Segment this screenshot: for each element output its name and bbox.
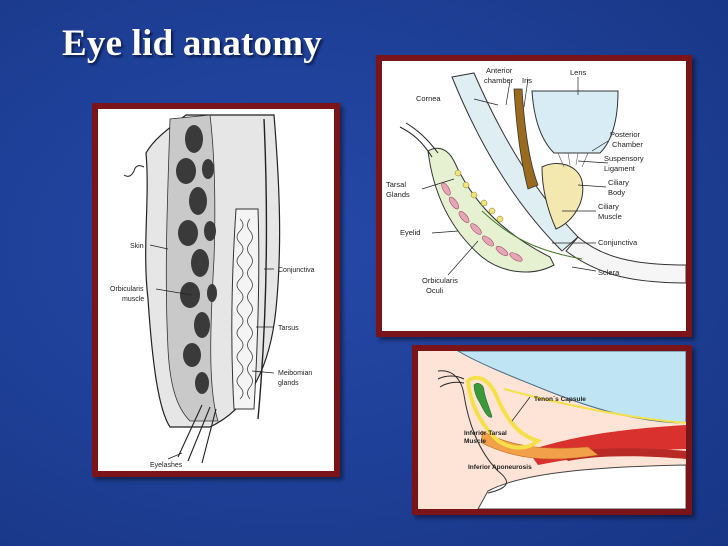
label-orbicularis: Orbicularis — [110, 286, 144, 293]
label-inferior-aponeurosis: Inferior Aponeurosis — [468, 464, 532, 471]
label-conjunctiva: Conjunctiva — [278, 267, 315, 274]
label-ciliary-body-2: Body — [608, 188, 625, 197]
conjunctiva-line — [257, 118, 268, 420]
label-posterior: Posterior — [610, 130, 641, 139]
upper-wavy-skin — [123, 165, 145, 177]
label-eyelashes: Eyelashes — [150, 462, 183, 469]
lens-shape — [531, 90, 619, 154]
eyelid-section-figure: Skin Orbicularis muscle Conjunctiva Tars… — [92, 103, 340, 477]
label-posterior-chamber: Chamber — [612, 140, 643, 149]
label-inferior-tarsal-muscle: Muscle — [464, 438, 486, 445]
iris-shape — [513, 88, 539, 190]
label-meibomian: Meibomian — [278, 370, 312, 377]
label-sclera: Sclera — [598, 268, 620, 277]
label-ciliary-muscle-1: Ciliary — [598, 202, 619, 211]
label-cornea: Cornea — [416, 94, 441, 103]
label-oculi: Oculi — [426, 286, 443, 295]
lower-lid-figure: Tenon`s Capsule Inferior Tarsal Muscle I… — [412, 345, 692, 515]
eye-eyelid-figure: Anterior chamber Iris Lens Cornea Poster… — [376, 55, 692, 337]
label-orbicularis: Orbicularis — [422, 276, 458, 285]
meibomian-gland-pattern — [236, 218, 253, 400]
label-iris: Iris — [522, 76, 532, 85]
tenons-capsule-line — [503, 388, 686, 424]
label-meibomian-glands: glands — [278, 380, 299, 387]
suspensory-ligament — [557, 152, 589, 168]
tarsal-plate — [465, 375, 543, 450]
tarsal-gland-cells — [454, 169, 504, 223]
eyelid-section-diagram: Skin Orbicularis muscle Conjunctiva Tars… — [110, 114, 315, 469]
lower-lid-diagram: Tenon`s Capsule Inferior Tarsal Muscle I… — [437, 351, 686, 509]
label-ciliary-muscle-2: Muscle — [598, 212, 622, 221]
aponeurosis-band — [481, 430, 599, 460]
tarsus-plate — [231, 208, 260, 410]
sclera-band — [565, 236, 686, 284]
label-skin: Skin — [130, 243, 144, 250]
globe-shape — [457, 351, 686, 424]
label-eyelid: Eyelid — [400, 228, 420, 237]
meibomian-gland — [473, 383, 493, 418]
label-tarsal: Tarsal — [386, 180, 406, 189]
conjunctiva-line — [481, 210, 583, 260]
label-anterior: Anterior — [486, 66, 513, 75]
label-anterior-chamber: chamber — [484, 76, 514, 85]
label-orbicularis-muscle: muscle — [122, 296, 144, 303]
slide-title: Eye lid anatomy — [62, 23, 322, 64]
label-lens: Lens — [570, 68, 587, 77]
label-tenons-capsule: Tenon`s Capsule — [534, 396, 586, 403]
label-conjunctiva: Conjunctiva — [598, 238, 638, 247]
eyelashes-drawing — [177, 404, 217, 464]
eyelid-shape — [427, 147, 555, 273]
label-inferior-tarsal: Inferior Tarsal — [464, 430, 507, 437]
label-tarsus: Tarsus — [278, 325, 299, 332]
label-suspensory: Suspensory — [604, 154, 644, 163]
eye-eyelid-diagram: Anterior chamber Iris Lens Cornea Poster… — [386, 66, 686, 295]
label-ligament: Ligament — [604, 164, 636, 173]
label-ciliary-body-1: Ciliary — [608, 178, 629, 187]
skin-outline — [437, 370, 507, 494]
eyelash-strokes — [399, 122, 439, 158]
ciliary-body — [541, 163, 584, 230]
orbicularis-oculi-lobes — [441, 182, 523, 262]
lower-lashes — [437, 375, 465, 388]
lower-tissue — [477, 464, 686, 509]
label-tarsal-glands: Glands — [386, 190, 410, 199]
